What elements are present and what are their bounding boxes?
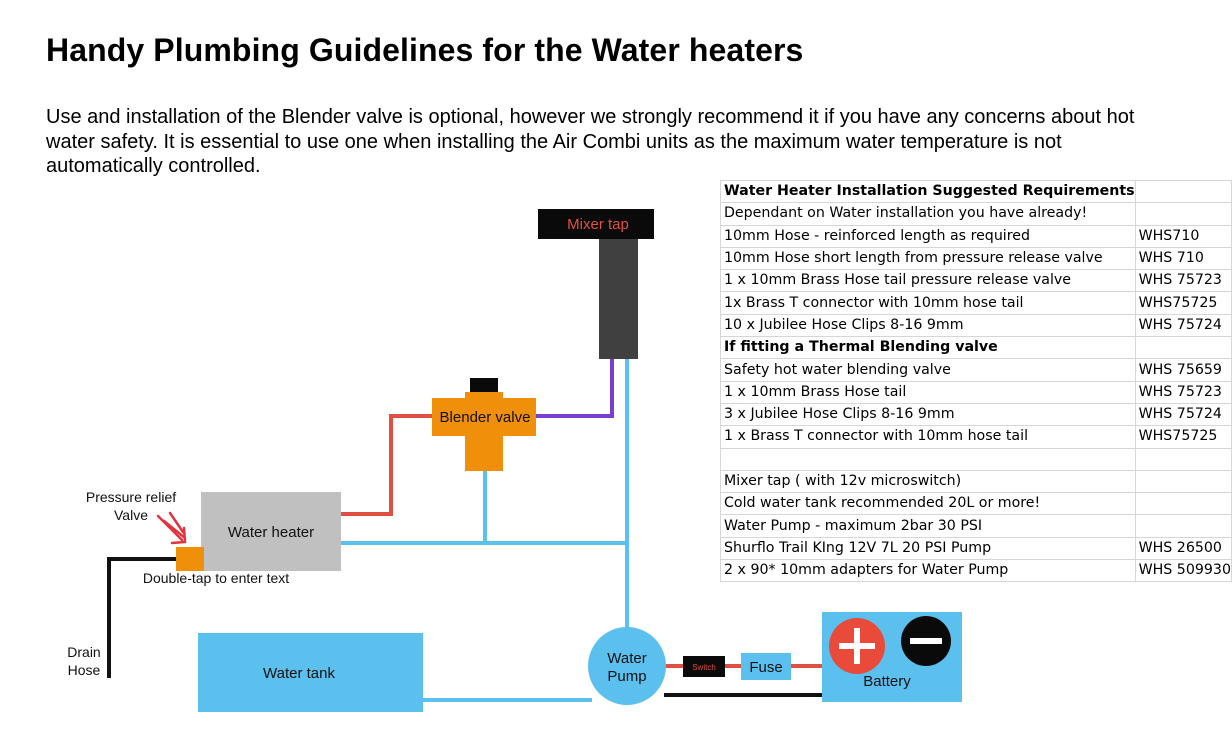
drain-label-1: Drain [67, 644, 100, 660]
pressure-relief-label-2: Valve [114, 507, 148, 523]
item-cell: 10mm Hose short length from pressure rel… [720, 246, 1136, 271]
double-tap-hint[interactable]: Double-tap to enter text [143, 570, 289, 586]
item-cell: Mixer tap ( with 12v microswitch) [720, 469, 1136, 494]
item-cell: Water Heater Installation Suggested Requ… [720, 179, 1136, 204]
code-cell: WHS75725 [1134, 425, 1232, 449]
table-row: 10mm Hose - reinforced length as require… [720, 224, 1232, 248]
requirements-table: Water Heater Installation Suggested Requ… [720, 179, 1232, 583]
item-cell: 1 x 10mm Brass Hose tail [720, 380, 1136, 404]
water-pump-body [588, 627, 666, 705]
table-header-row: If fitting a Thermal Blending valve [720, 336, 1232, 360]
drain-label-2: Hose [68, 662, 101, 678]
code-cell [1134, 336, 1232, 360]
code-cell: WHS 509930 [1134, 559, 1232, 583]
fuse-box [741, 653, 791, 680]
battery-label: Battery [863, 673, 911, 690]
water-tank-label: Water tank [263, 665, 335, 682]
water-pump-label-2: Pump [607, 668, 646, 685]
item-cell: 3 x Jubilee Hose Clips 8-16 9mm [720, 402, 1136, 427]
code-cell: WHS 710 [1134, 246, 1232, 271]
switch-box [683, 656, 725, 677]
table-row: Dependant on Water installation you have… [720, 202, 1232, 226]
item-cell: 10mm Hose - reinforced length as require… [720, 224, 1136, 248]
table-row [720, 447, 1232, 471]
code-cell [1134, 447, 1232, 471]
code-cell: WHS 26500 [1134, 536, 1232, 561]
item-cell [720, 447, 1136, 471]
table-row: 10mm Hose short length from pressure rel… [720, 246, 1232, 271]
code-cell: WHS710 [1134, 224, 1232, 248]
pressure-relief-valve [176, 547, 204, 571]
requirements-table-body: Water Heater Installation Suggested Requ… [720, 179, 1232, 583]
blender-valve-body [432, 398, 536, 436]
item-cell: Cold water tank recommended 20L or more! [720, 492, 1136, 516]
table-row: 1x Brass T connector with 10mm hose tail… [720, 291, 1232, 315]
water-heater-label: Water heater [228, 524, 314, 541]
code-cell: WHS 75724 [1134, 402, 1232, 427]
pressure-relief-label-1: Pressure relief [86, 489, 176, 505]
switch-label: Switch [692, 663, 716, 672]
intro-paragraph: Use and installation of the Blender valv… [46, 106, 1135, 177]
table-row: Mixer tap ( with 12v microswitch) [720, 469, 1232, 494]
red-arrow-icon [156, 511, 187, 545]
code-cell [1134, 202, 1232, 226]
blender-valve-stem-top [465, 392, 503, 402]
code-cell [1134, 179, 1232, 204]
table-row: Cold water tank recommended 20L or more! [720, 492, 1232, 516]
code-cell [1134, 469, 1232, 494]
item-cell: 2 x 90* 10mm adapters for Water Pump [720, 559, 1136, 583]
code-cell [1134, 492, 1232, 516]
mixer-tap-label: Mixer tap [567, 216, 629, 233]
mixer-tap-body [599, 239, 638, 359]
item-cell: 10 x Jubilee Hose Clips 8-16 9mm [720, 313, 1136, 338]
table-row: 1 x 10mm Brass Hose tail pressure releas… [720, 269, 1232, 293]
mixed-pipe-blender-to-tap [536, 358, 614, 418]
blender-valve-label: Blender valve [440, 409, 531, 426]
item-cell: Safety hot water blending valve [720, 358, 1136, 382]
code-cell: WHS 75723 [1134, 269, 1232, 293]
item-cell: 1 x Brass T connector with 10mm hose tai… [720, 425, 1136, 449]
table-header-row: Water Heater Installation Suggested Requ… [720, 179, 1232, 204]
water-heater-body [201, 492, 341, 571]
item-cell: Water Pump - maximum 2bar 30 PSI [720, 514, 1136, 538]
drain-hose [107, 557, 176, 678]
blender-valve-stem-bottom [465, 434, 503, 471]
hot-pipe-heater-to-blender [341, 414, 432, 516]
code-cell: WHS75725 [1134, 291, 1232, 315]
plus-icon [839, 628, 875, 664]
item-cell: 1x Brass T connector with 10mm hose tail [720, 291, 1136, 315]
blender-valve-cap [470, 378, 498, 395]
code-cell: WHS 75659 [1134, 358, 1232, 382]
code-cell [1134, 514, 1232, 538]
code-cell: WHS 75723 [1134, 380, 1232, 404]
table-row: Water Pump - maximum 2bar 30 PSI [720, 514, 1232, 538]
water-tank-body [198, 633, 423, 712]
item-cell: Dependant on Water installation you have… [720, 202, 1136, 226]
mixer-tap-label-box [538, 209, 654, 239]
item-cell: Shurflo Trail KIng 12V 7L 20 PSI Pump [720, 536, 1136, 561]
item-cell: If fitting a Thermal Blending valve [720, 336, 1136, 360]
code-cell: WHS 75724 [1134, 313, 1232, 338]
page-title: Handy Plumbing Guidelines for the Water … [46, 32, 804, 68]
water-pump-label-1: Water [607, 650, 646, 667]
item-cell: 1 x 10mm Brass Hose tail pressure releas… [720, 269, 1136, 293]
table-row: 1 x Brass T connector with 10mm hose tai… [720, 425, 1232, 449]
fuse-label: Fuse [749, 659, 782, 676]
